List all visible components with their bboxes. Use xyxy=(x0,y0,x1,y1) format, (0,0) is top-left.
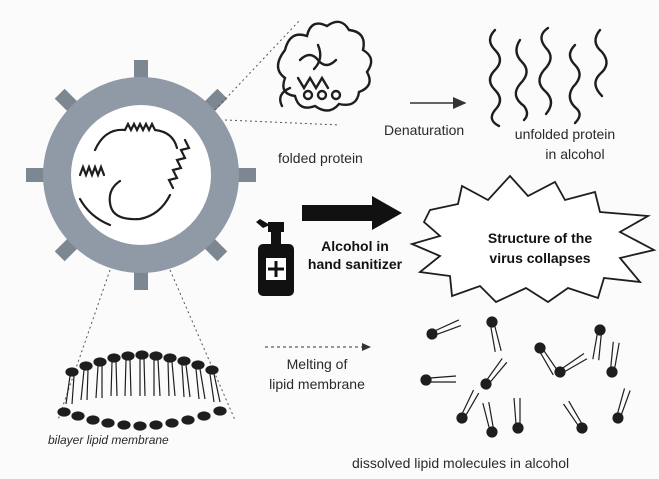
unfolded-protein xyxy=(490,28,607,126)
folded-protein-label: folded protein xyxy=(278,150,363,167)
collapse-label-line2: virus collapses xyxy=(460,250,620,267)
alcohol-label-line1: Alcohol in xyxy=(300,238,410,255)
main-arrow xyxy=(302,196,402,230)
dissolved-lipids xyxy=(421,316,633,438)
unfolded-protein-label-line2: in alcohol xyxy=(505,146,645,163)
zoom-line-protein-top xyxy=(215,20,300,110)
sanitizer-bottle-icon xyxy=(256,219,294,296)
bilayer-label: bilayer lipid membrane xyxy=(48,432,169,449)
unfolded-protein-label-line1: unfolded protein xyxy=(495,126,635,143)
melting-label-line2: lipid membrane xyxy=(262,376,372,393)
zoom-line-protein-bottom xyxy=(225,120,340,125)
collapse-label-line1: Structure of the xyxy=(460,230,620,247)
denaturation-label: Denaturation xyxy=(384,122,464,139)
dissolved-lipids-label: dissolved lipid molecules in alcohol xyxy=(352,455,569,472)
bilayer-membrane xyxy=(58,351,226,430)
folded-protein xyxy=(278,22,371,111)
melting-label-line1: Melting of xyxy=(262,356,372,373)
zoom-line-membrane-right xyxy=(170,270,235,420)
alcohol-label-line2: hand sanitizer xyxy=(300,256,410,273)
